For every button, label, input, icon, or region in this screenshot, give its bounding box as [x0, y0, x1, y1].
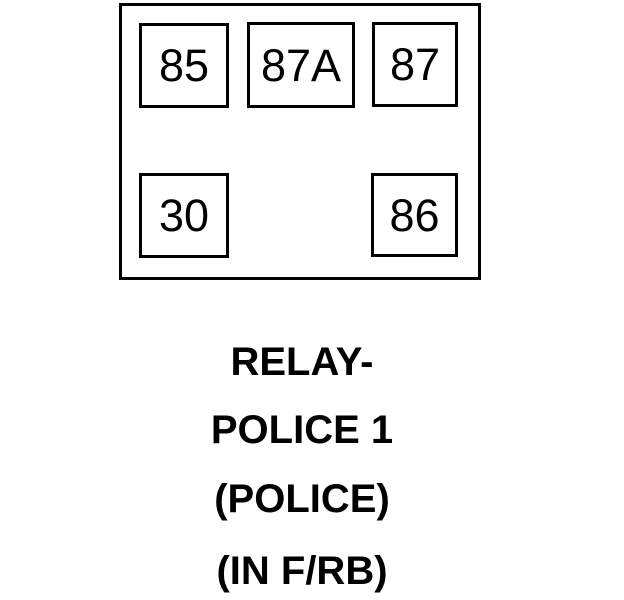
- pin-label-87a: 87A: [260, 39, 342, 91]
- caption-line-location: (IN F/RB): [216, 549, 388, 593]
- pin-box-87a: 87A: [247, 22, 355, 108]
- pin-box-85: 85: [139, 23, 229, 108]
- relay-body-outline: 85 87A 87 30 86: [119, 3, 481, 280]
- caption-line-police-1: POLICE 1: [210, 408, 394, 452]
- pin-label-87: 87: [389, 39, 441, 90]
- pin-label-85: 85: [158, 40, 210, 91]
- pin-box-87: 87: [372, 22, 458, 107]
- pin-box-30: 30: [139, 173, 229, 258]
- pin-label-30: 30: [158, 190, 210, 241]
- caption-line-relay: RELAY-: [230, 340, 374, 384]
- pin-box-86: 86: [371, 173, 458, 257]
- caption-line-police-paren: (POLICE): [214, 477, 390, 521]
- pin-label-86: 86: [389, 189, 440, 241]
